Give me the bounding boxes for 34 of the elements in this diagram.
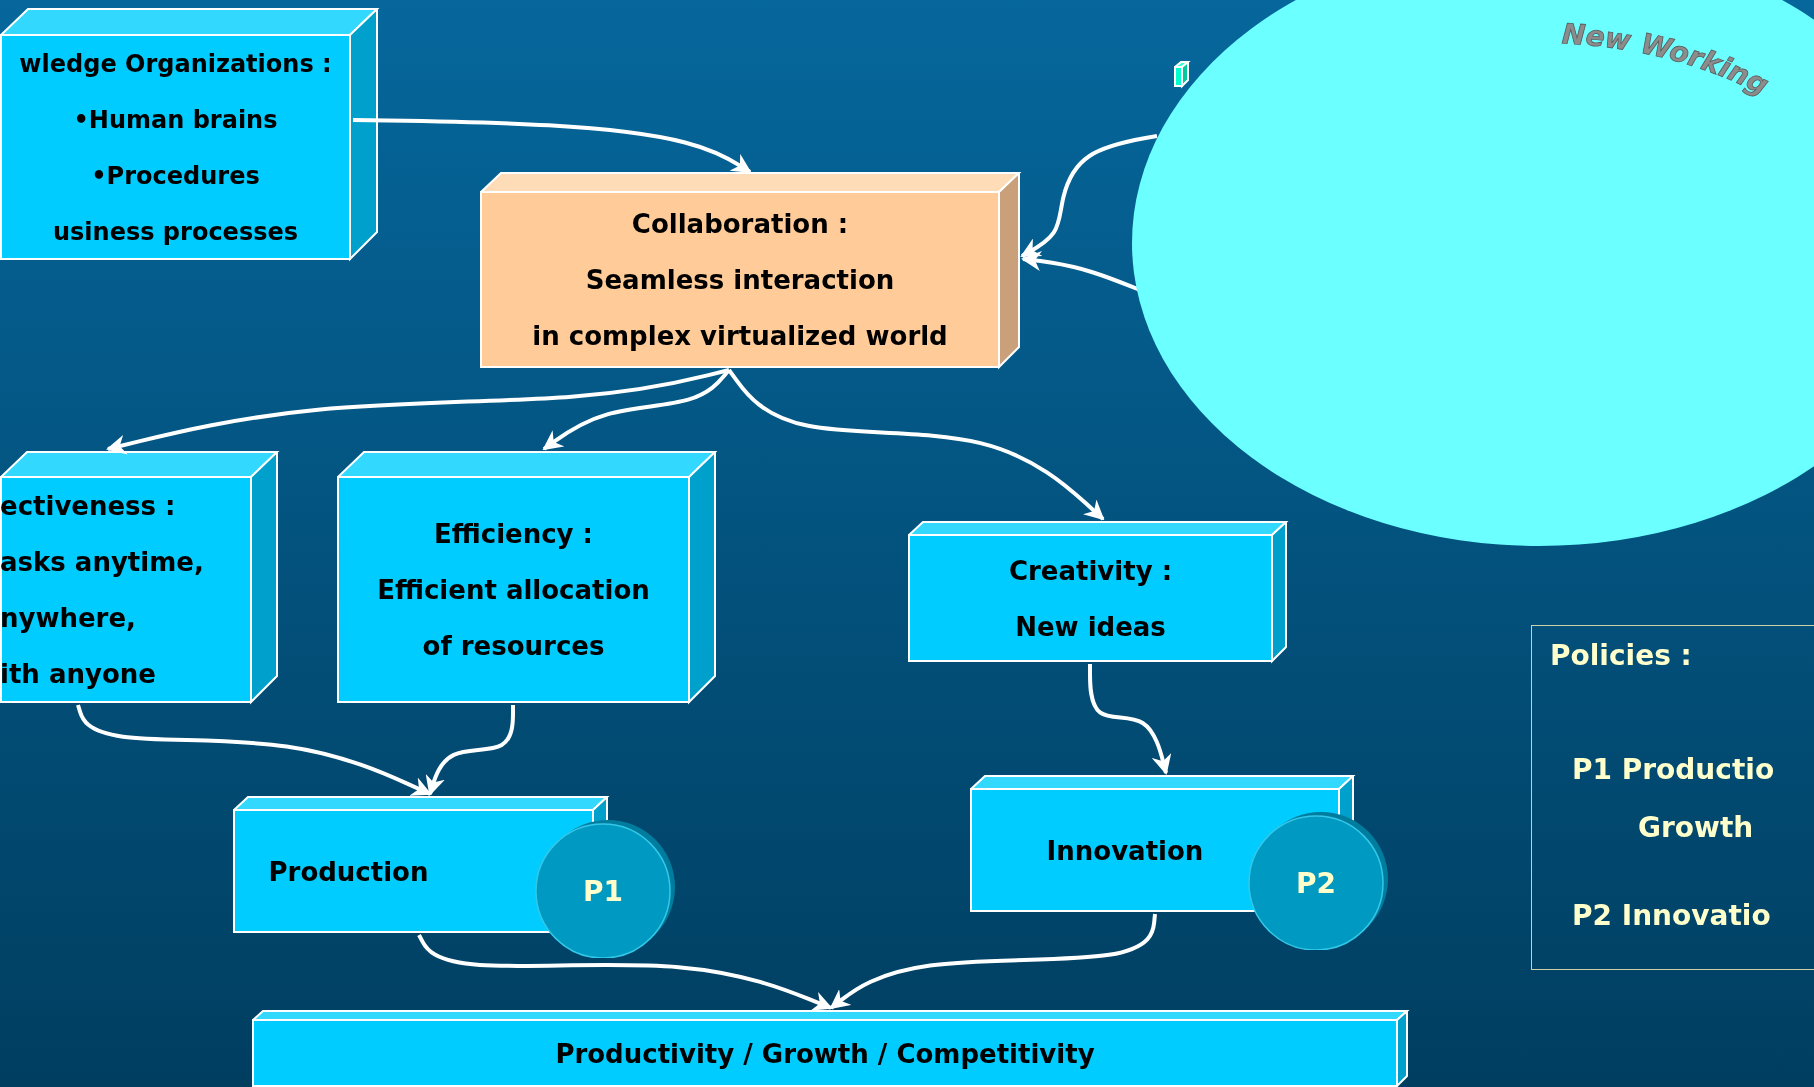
policy-text: Growth xyxy=(1638,810,1754,846)
policy-label: P2 xyxy=(1296,866,1336,900)
box-text: nywhere, xyxy=(0,602,136,635)
box-text: New ideas xyxy=(1015,610,1166,644)
box-text: Collaboration : xyxy=(631,208,849,241)
arrow xyxy=(542,368,731,451)
arrow xyxy=(1020,134,1158,258)
arrow xyxy=(106,368,730,455)
policy-text: P2 Innovatio xyxy=(1572,898,1771,934)
policies-panel xyxy=(1531,625,1814,970)
box-text: Efficiency : xyxy=(433,518,593,551)
box-text: Production xyxy=(268,855,429,889)
arrow xyxy=(829,913,1157,1010)
arrow xyxy=(417,934,833,1011)
box-text: in complex virtualized world xyxy=(532,320,948,353)
box-text: •Human brains xyxy=(73,104,278,136)
box-text: •Procedures xyxy=(91,160,260,192)
box-text: wledge Organizations : xyxy=(19,48,332,80)
box-text: Creativity : xyxy=(1008,554,1173,588)
box-text: of resources xyxy=(422,630,605,663)
box-text: Innovation xyxy=(1046,834,1204,868)
box-text: Seamless interaction xyxy=(585,264,895,297)
box-text: usiness processes xyxy=(53,216,298,248)
policy-text: P1 Productio xyxy=(1572,752,1775,788)
arrow xyxy=(1088,664,1172,775)
arrow xyxy=(352,118,752,174)
policy-label: P1 xyxy=(583,874,623,908)
box-text: Efficient allocation xyxy=(377,574,650,607)
arrow xyxy=(727,368,1105,521)
box-text: Productivity / Growth / Competitivity xyxy=(555,1037,1095,1071)
box-text: ith anyone xyxy=(0,658,156,691)
arrow xyxy=(76,704,432,796)
policy-text: Policies : xyxy=(1550,638,1692,674)
arrow xyxy=(425,705,515,796)
